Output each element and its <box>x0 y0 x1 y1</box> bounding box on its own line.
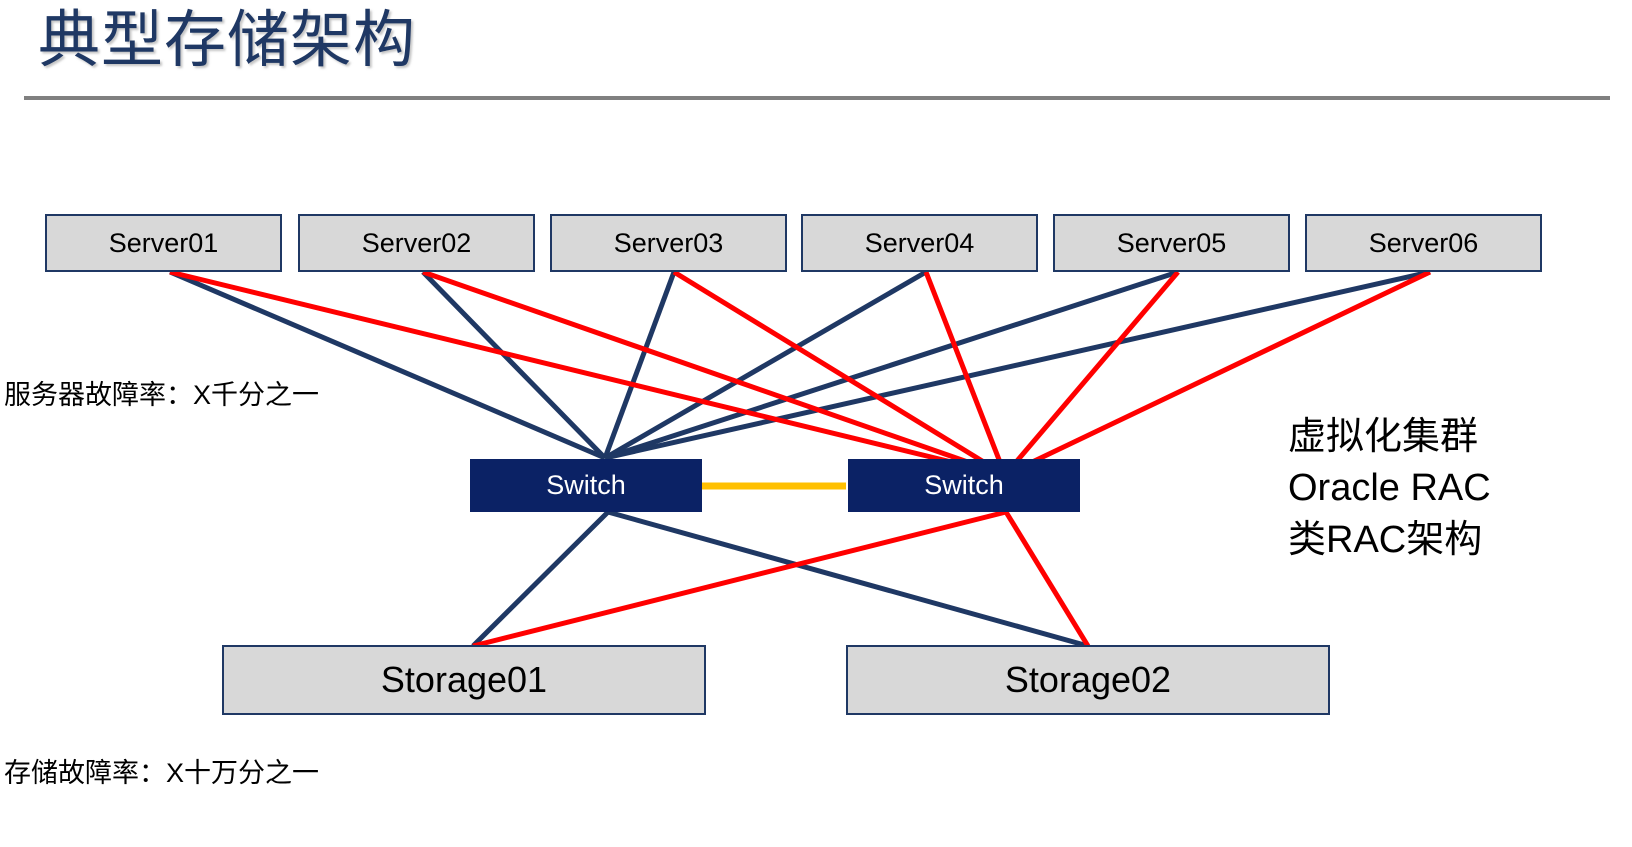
node-label: Switch <box>546 470 626 500</box>
cluster-note: 虚拟化集群 Oracle RAC 类RAC架构 <box>1288 412 1491 566</box>
node-label: Server01 <box>108 227 219 258</box>
node-label: Server05 <box>1116 227 1227 258</box>
node-label: Server06 <box>1368 227 1479 258</box>
node-label: Server04 <box>864 227 975 258</box>
node-label: Server02 <box>361 227 472 258</box>
switch-a-to-storage-links <box>471 509 1089 649</box>
node-label: Storage02 <box>1004 659 1172 700</box>
node-server06[interactable]: Server06 <box>1305 214 1542 272</box>
cluster-note-line-1: 虚拟化集群 <box>1288 416 1479 458</box>
node-storage01[interactable]: Storage01 <box>222 645 706 715</box>
cluster-note-line-3: 类RAC架构 <box>1288 518 1483 561</box>
server-to-switch-a-links <box>169 269 1431 461</box>
page-title: 典型存储架构 <box>38 6 417 75</box>
storage-failure-rate-label: 存储故障率：X十万分之一 <box>4 758 320 788</box>
node-storage02[interactable]: Storage02 <box>846 645 1330 715</box>
server-to-switch-b-links <box>169 269 1432 478</box>
cluster-note-line-2: Oracle RAC <box>1288 467 1491 510</box>
title-divider <box>24 96 1610 100</box>
node-label: Storage01 <box>380 659 548 700</box>
node-switch-a[interactable]: Switch <box>470 459 702 512</box>
node-switch-b[interactable]: Switch <box>848 459 1080 512</box>
switch-b-to-storage-links <box>472 509 1091 649</box>
node-server01[interactable]: Server01 <box>45 214 282 272</box>
server-failure-rate-label: 服务器故障率：X千分之一 <box>4 380 320 410</box>
node-server04[interactable]: Server04 <box>801 214 1038 272</box>
node-server05[interactable]: Server05 <box>1053 214 1290 272</box>
node-server03[interactable]: Server03 <box>550 214 787 272</box>
node-label: Switch <box>924 470 1004 500</box>
node-server02[interactable]: Server02 <box>298 214 535 272</box>
node-label: Server03 <box>613 227 724 258</box>
